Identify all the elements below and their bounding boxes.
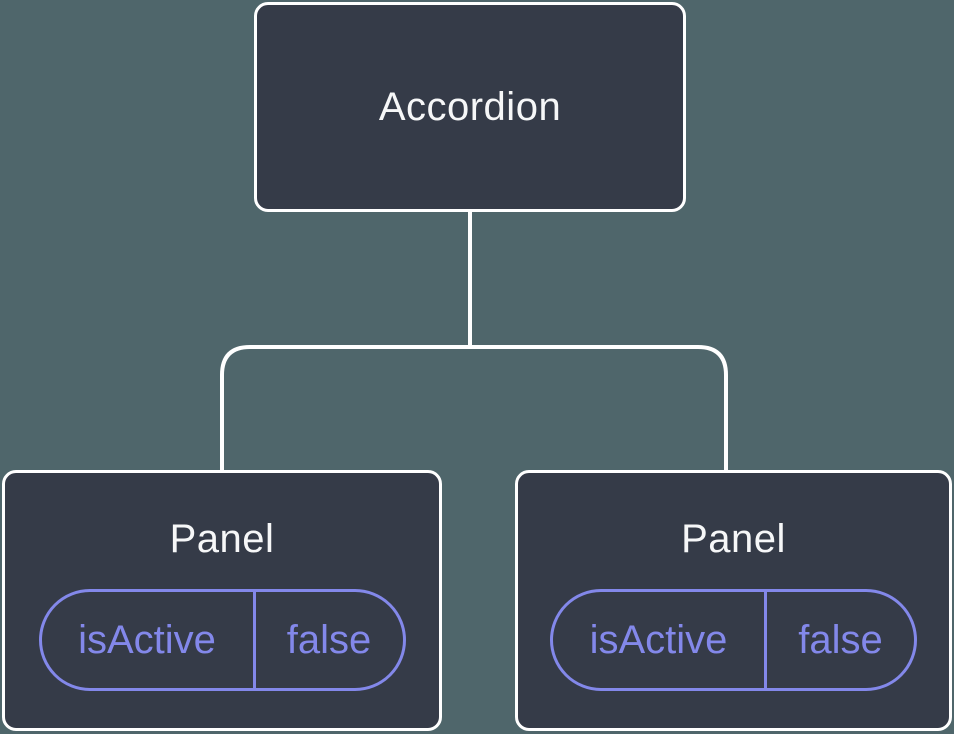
- tree-node-accordion: Accordion: [254, 2, 686, 212]
- connector-bracket: [220, 345, 728, 470]
- tree-node-panel-right: Panel isActive false: [515, 470, 952, 731]
- accordion-node-label: Accordion: [378, 84, 562, 129]
- prop-value: false: [764, 592, 914, 688]
- panel-right-label: Panel: [681, 517, 786, 561]
- panel-left-prop-pill: isActive false: [38, 589, 406, 691]
- prop-value: false: [252, 592, 403, 688]
- panel-right-prop-pill: isActive false: [550, 589, 917, 691]
- panel-left-label: Panel: [169, 517, 275, 561]
- tree-node-panel-left: Panel isActive false: [2, 470, 442, 731]
- prop-name: isActive: [589, 617, 728, 662]
- prop-name: isActive: [78, 617, 216, 662]
